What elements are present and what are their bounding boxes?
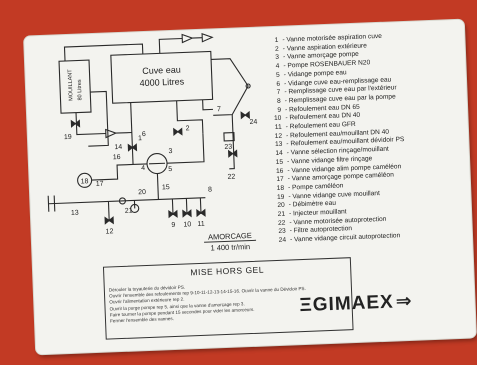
diagram-label-9: 9 <box>171 222 175 229</box>
legend-number: 24 <box>278 236 287 245</box>
legend-text: Pompe caméléon <box>291 182 344 192</box>
foam-tank-label: MOUILLANT <box>67 69 74 101</box>
diagram-label-15: 15 <box>162 184 170 191</box>
priming-title: AMORCAGE <box>203 230 256 243</box>
gimaex-pump-diagram-plate: 1 2 3 4 5 6 7 8 9 10 11 12 13 14 15 16 1… <box>24 19 476 355</box>
diagram-label-16: 16 <box>113 154 121 161</box>
hydraulic-schematic: 1 2 3 4 5 6 7 8 9 10 11 12 13 14 15 16 1… <box>47 32 258 236</box>
legend-text: Débimètre eau <box>292 200 337 209</box>
diagram-label-8: 8 <box>208 186 212 193</box>
legend-text: Injecteur mouillant <box>292 208 347 218</box>
legend-text: Filtre autoprotection <box>293 225 353 235</box>
brand-name: GIMAEX <box>312 291 395 316</box>
diagram-label-24: 24 <box>249 119 257 126</box>
diagram-label-6: 6 <box>142 131 146 138</box>
diagram-label-7: 7 <box>217 106 221 113</box>
diagram-label-11: 11 <box>197 221 205 228</box>
priming-box: AMORCAGE 1 400 tr/min <box>194 230 267 253</box>
brand-logo: ΞGIMAEX⇒ <box>299 290 413 317</box>
water-tank <box>110 50 214 104</box>
diagram-label-22: 22 <box>227 174 235 181</box>
diagram-label-10: 10 <box>183 221 191 228</box>
diagram-label-1: 1 <box>138 135 142 142</box>
legend-text: Vanne motorisée aspiration cuve <box>286 32 383 44</box>
diagram-label-14: 14 <box>114 144 122 151</box>
diagram-label-23: 23 <box>224 144 232 151</box>
brand-arrow-icon: ⇒ <box>395 290 414 313</box>
brand-mark: Ξ <box>299 294 314 317</box>
diagram-label-17: 17 <box>96 181 104 188</box>
foam-tank-capacity: 80 Litres <box>77 79 84 101</box>
legend-text: Vidange pompe eau <box>287 69 347 79</box>
diagram-label-4: 4 <box>141 165 145 172</box>
tank-capacity: 4000 Litres <box>139 76 184 88</box>
diagram-label-19: 19 <box>64 134 72 141</box>
diagram-label-2: 2 <box>186 125 190 132</box>
diagram-label-5: 5 <box>168 166 172 173</box>
diagram-label-21: 21 <box>125 208 133 215</box>
diagram-label-18: 18 <box>81 178 89 185</box>
diagram-label-3: 3 <box>168 148 172 155</box>
diagram-label-13: 13 <box>71 210 79 217</box>
tank-label: Cuve eau <box>142 65 181 76</box>
diagram-label-12: 12 <box>105 228 113 235</box>
foam-tank <box>58 59 92 114</box>
diagram-label-20: 20 <box>138 189 146 196</box>
